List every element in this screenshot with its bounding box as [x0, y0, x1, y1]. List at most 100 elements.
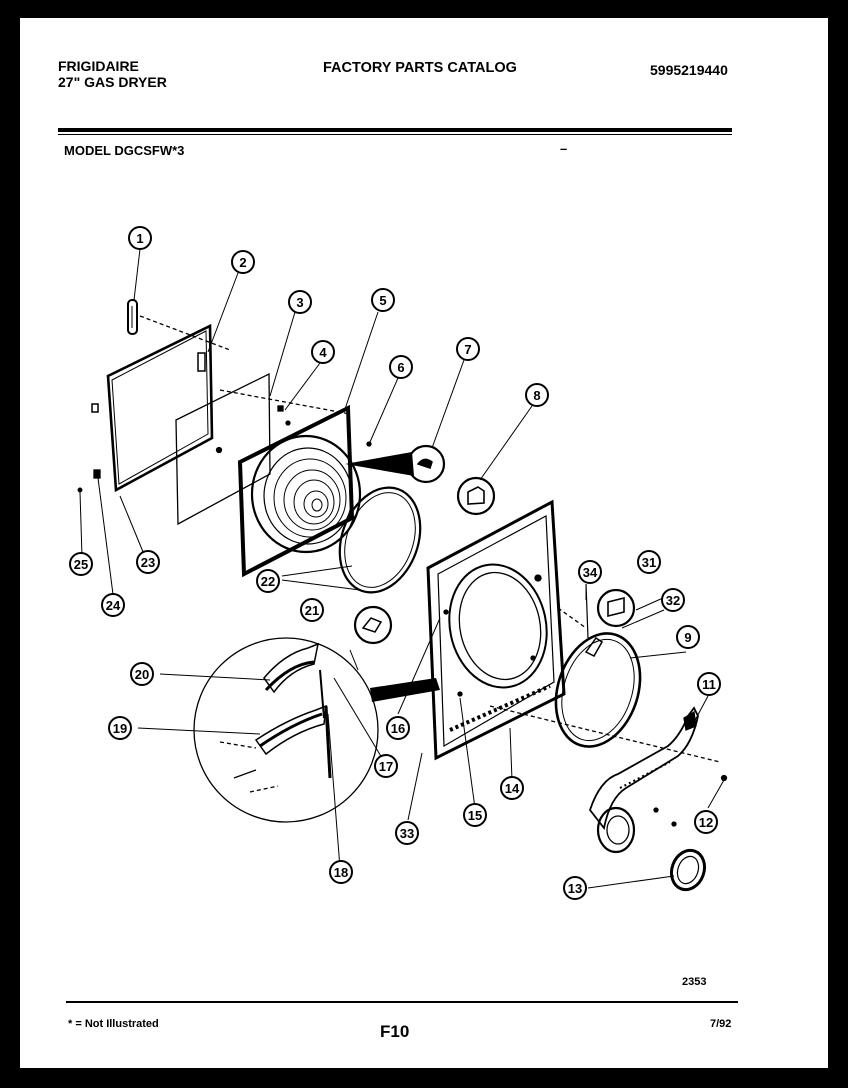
part-3-inner-panel	[175, 372, 271, 526]
header-rule-thin	[58, 134, 732, 135]
part-screw-c	[653, 807, 659, 813]
header-rule-thick	[58, 128, 732, 132]
svg-text:23: 23	[141, 555, 155, 570]
detail-magnifier-circle	[193, 637, 379, 823]
svg-text:1: 1	[136, 231, 143, 246]
part-24-hinge-pin	[93, 469, 101, 479]
callout-15: 15	[463, 803, 487, 827]
callout-18: 18	[329, 860, 353, 884]
model-dash: –	[560, 141, 568, 156]
svg-text:4: 4	[319, 345, 327, 360]
svg-text:6: 6	[397, 360, 404, 375]
svg-text:3: 3	[296, 295, 303, 310]
svg-text:19: 19	[113, 721, 127, 736]
part-2-door-panel	[106, 323, 214, 493]
svg-text:20: 20	[135, 667, 149, 682]
callout-6: 6	[389, 355, 413, 379]
arrow-7	[345, 452, 414, 476]
part-13-seal	[669, 848, 707, 892]
callout-1: 1	[128, 226, 152, 250]
svg-text:7: 7	[464, 342, 471, 357]
svg-text:12: 12	[699, 815, 713, 830]
catalog-number: 5995219440	[650, 62, 728, 78]
callout-12: 12	[694, 810, 718, 834]
not-illustrated-note: * = Not Illustrated	[68, 1018, 159, 1030]
callout-21: 21	[300, 598, 324, 622]
parts-catalog-sheet: FRIGIDAIRE 27" GAS DRYER FACTORY PARTS C…	[20, 18, 828, 1068]
leader-dash-4	[557, 607, 587, 629]
svg-text:24: 24	[106, 598, 121, 613]
svg-text:14: 14	[505, 781, 520, 796]
svg-text:22: 22	[261, 574, 275, 589]
figure-number: 2353	[682, 976, 707, 988]
part-6-screw	[366, 441, 372, 447]
catalog-title: FACTORY PARTS CATALOG	[323, 60, 517, 76]
callout-20: 20	[130, 662, 154, 686]
callout-9: 9	[676, 625, 700, 649]
part-7-catch	[406, 444, 446, 484]
svg-text:2: 2	[239, 255, 246, 270]
exploded-parts-diagram: 1 2 3 4 5 6 7 8 9 11 12 13 14 15 16 17 1…	[69, 226, 728, 900]
leader-dash-1	[139, 315, 231, 351]
part-33-front-panel	[426, 499, 566, 761]
svg-text:15: 15	[468, 808, 482, 823]
callout-33: 33	[395, 821, 419, 845]
issue-date: 7/92	[710, 1018, 732, 1030]
brand-name: FRIGIDAIRE	[58, 58, 139, 74]
part-31-bracket	[596, 588, 636, 628]
callout-19: 19	[108, 716, 132, 740]
callout-2: 2	[231, 250, 255, 274]
callout-3: 3	[288, 290, 312, 314]
page-code: F10	[380, 1022, 410, 1041]
callout-34: 34	[578, 560, 602, 584]
callout-23: 23	[136, 550, 160, 574]
model-number: MODEL DGCSFW*3	[64, 143, 185, 158]
callout-32: 32	[661, 588, 685, 612]
svg-text:31: 31	[642, 555, 656, 570]
part-21-bumper	[353, 605, 393, 645]
callout-31: 31	[637, 550, 661, 574]
svg-text:8: 8	[533, 388, 540, 403]
part-8-strike	[456, 476, 496, 516]
part-25-screw	[77, 487, 83, 493]
callout-25: 25	[69, 552, 93, 576]
callout-13: 13	[563, 876, 587, 900]
callout-22: 22	[256, 569, 280, 593]
leader-dash-3	[489, 705, 721, 763]
svg-text:34: 34	[583, 565, 598, 580]
callout-8: 8	[525, 383, 549, 407]
part-screw-b	[671, 821, 677, 827]
svg-text:21: 21	[305, 603, 319, 618]
callout-4: 4	[311, 340, 335, 364]
part-4b-screw	[285, 420, 291, 426]
callout-16: 16	[386, 716, 410, 740]
svg-text:13: 13	[568, 881, 582, 896]
svg-text:9: 9	[684, 630, 691, 645]
svg-text:16: 16	[391, 721, 405, 736]
svg-text:17: 17	[379, 759, 393, 774]
svg-text:32: 32	[666, 593, 680, 608]
leader-dash-2	[219, 389, 351, 415]
part-4-screw	[277, 405, 284, 412]
part-12-screw	[720, 774, 728, 782]
part-9-ring	[554, 632, 642, 748]
callout-24: 24	[101, 593, 125, 617]
part-door-hinge	[91, 403, 99, 413]
svg-text:33: 33	[400, 826, 414, 841]
product-name: 27" GAS DRYER	[58, 74, 167, 90]
callout-17: 17	[374, 754, 398, 778]
footer-rule	[66, 1001, 738, 1003]
svg-text:5: 5	[379, 293, 386, 308]
svg-text:18: 18	[334, 865, 348, 880]
callout-7: 7	[456, 337, 480, 361]
callout-14: 14	[500, 776, 524, 800]
svg-text:11: 11	[702, 677, 716, 692]
detail-pointer-line	[349, 649, 359, 671]
svg-text:25: 25	[74, 557, 88, 572]
callout-5: 5	[371, 288, 395, 312]
detail-pointer	[370, 678, 440, 702]
part-5-door-liner	[237, 404, 362, 578]
part-11-lint-duct	[588, 706, 699, 854]
callout-11: 11	[697, 672, 721, 696]
callout-leaders	[79, 248, 725, 889]
